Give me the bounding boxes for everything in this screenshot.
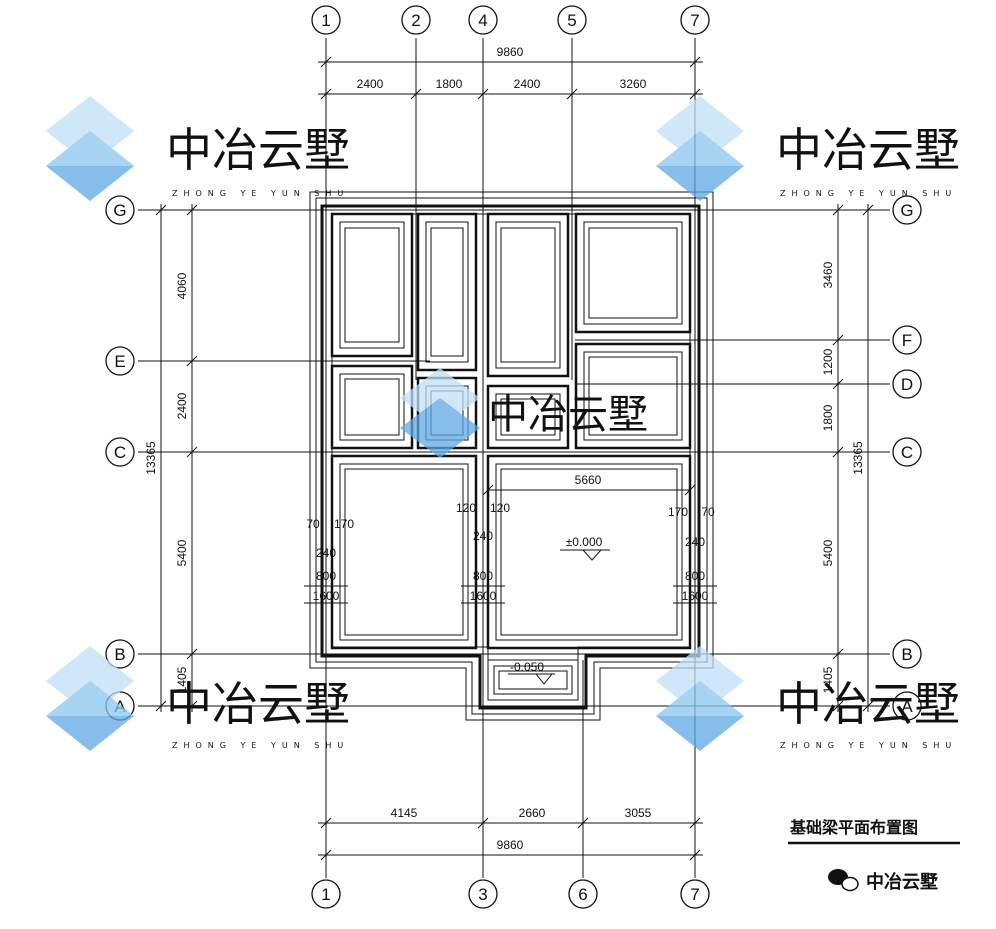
detail-mid-3: 240: [473, 529, 493, 543]
detail-right-5: 1600: [682, 589, 709, 603]
room-9: [330, 454, 478, 650]
detail-mid-4: 800: [473, 569, 493, 583]
axis-right-4: C: [901, 443, 913, 462]
bottom-total-dim: 9860: [497, 838, 524, 852]
right-total-dim: 13365: [851, 441, 865, 475]
watermark-logo-top-right: [656, 96, 744, 201]
detail-left-4: 800: [316, 569, 336, 583]
right-dim-2: 1200: [821, 348, 835, 375]
drawing-title: 基础梁平面布置图: [789, 818, 918, 837]
axis-top-2: 2: [411, 11, 420, 30]
room-width-dim: [482, 484, 696, 496]
watermark-pinyin-top-right: ZHONG YE YUN SHU: [780, 189, 957, 198]
top-dim-2: 1800: [436, 77, 463, 91]
axis-left-1: G: [113, 201, 126, 220]
level-symbol-porch: [508, 673, 555, 685]
bottom-dim-3: 3055: [625, 806, 652, 820]
watermark-logo-center: [400, 368, 480, 458]
axis-bottom-4: 7: [690, 885, 699, 904]
detail-right-1: 170: [668, 505, 688, 519]
watermark-brand-top-left: 中冶云墅: [166, 123, 350, 177]
right-dim-1: 3460: [821, 261, 835, 288]
room-7: [486, 384, 570, 450]
watermark-logo-bottom-left: [46, 646, 134, 751]
watermark-pinyin-bottom-left: ZHONG YE YUN SHU: [172, 741, 349, 750]
top-total-dim: 9860: [497, 45, 524, 59]
level-porch-label: -0.050: [510, 660, 544, 674]
axis-bubbles-bottom: [311, 879, 710, 909]
detail-right: [673, 585, 717, 604]
right-dimensions: [832, 204, 874, 712]
left-total-dim: 13365: [144, 441, 158, 475]
room-4: [574, 212, 692, 334]
axis-left-3: C: [114, 443, 126, 462]
watermark-pinyin-top-left: ZHONG YE YUN SHU: [172, 189, 349, 198]
top-dim-1: 2400: [357, 77, 384, 91]
axis-top-3: 4: [478, 11, 487, 30]
right-dim-5: 1405: [821, 666, 835, 693]
axis-right-5: B: [901, 645, 912, 664]
left-dimensions: [155, 204, 198, 712]
room-2: [416, 212, 478, 372]
wechat-account-label: 中冶云墅: [866, 871, 938, 893]
watermark-brand-top-right: 中冶云墅: [776, 123, 960, 177]
axis-right-2: F: [902, 331, 912, 350]
top-dimensions: [318, 56, 703, 100]
detail-left-2: 170: [334, 517, 354, 531]
watermark-logo-bottom-right: [656, 646, 744, 751]
room-width-label: 5660: [575, 473, 602, 487]
room-8: [574, 342, 692, 450]
watermark-brand-bottom-right: 中冶云墅: [776, 677, 960, 731]
left-dim-2: 2400: [175, 392, 189, 419]
detail-right-4: 800: [685, 569, 705, 583]
watermark-pinyin-bottom-right: ZHONG YE YUN SHU: [780, 741, 957, 750]
top-dim-3: 2400: [514, 77, 541, 91]
watermark-brand-bottom-left: 中冶云墅: [166, 677, 350, 731]
watermark-brand-center: 中冶云墅: [488, 392, 648, 438]
axis-bubbles-top: [311, 5, 710, 35]
room-10: [486, 454, 692, 650]
detail-mid-1: 120: [456, 501, 476, 515]
detail-left-3: 240: [316, 546, 336, 560]
detail-right-3: 240: [685, 535, 705, 549]
level-main-label: ±0.000: [566, 535, 603, 549]
bottom-dim-2: 2660: [519, 806, 546, 820]
porch: [487, 659, 579, 701]
detail-left-5: 1600: [313, 589, 340, 603]
detail-left: [304, 536, 348, 612]
left-dim-3: 5400: [175, 539, 189, 566]
right-dim-3: 1800: [821, 404, 835, 431]
left-dim-1: 4060: [175, 272, 189, 299]
axis-bottom-3: 6: [578, 885, 587, 904]
detail-mid-5: 1600: [470, 589, 497, 603]
axis-bubbles-right: [892, 195, 922, 721]
detail-right-2: 70: [701, 505, 715, 519]
axis-top-4: 5: [567, 11, 576, 30]
axis-top-5: 7: [690, 11, 699, 30]
room-5: [330, 364, 414, 450]
bottom-dim-1: 4145: [391, 806, 418, 820]
axis-right-3: D: [901, 375, 913, 394]
axis-right-6: A: [901, 697, 913, 716]
rooms: [330, 212, 692, 701]
level-symbol-main: [560, 549, 610, 561]
axis-bottom-2: 3: [478, 885, 487, 904]
axis-left-2: E: [114, 352, 125, 371]
bottom-dimensions: [318, 817, 703, 861]
watermark-logo-top-left: [46, 96, 134, 201]
left-dim-4: 1405: [175, 666, 189, 693]
axis-bottom-1: 1: [321, 885, 330, 904]
right-dim-4: 5400: [821, 539, 835, 566]
wechat-icon: [828, 869, 859, 892]
detail-mid: [461, 585, 505, 604]
axis-right-1: G: [900, 201, 913, 220]
detail-left-1: 70: [306, 517, 320, 531]
top-dim-4: 3260: [620, 77, 647, 91]
detail-mid-2: 120: [490, 501, 510, 515]
axis-left-4: B: [114, 645, 125, 664]
room-3: [486, 212, 570, 378]
axis-top-1: 1: [321, 11, 330, 30]
room-1: [330, 212, 414, 358]
